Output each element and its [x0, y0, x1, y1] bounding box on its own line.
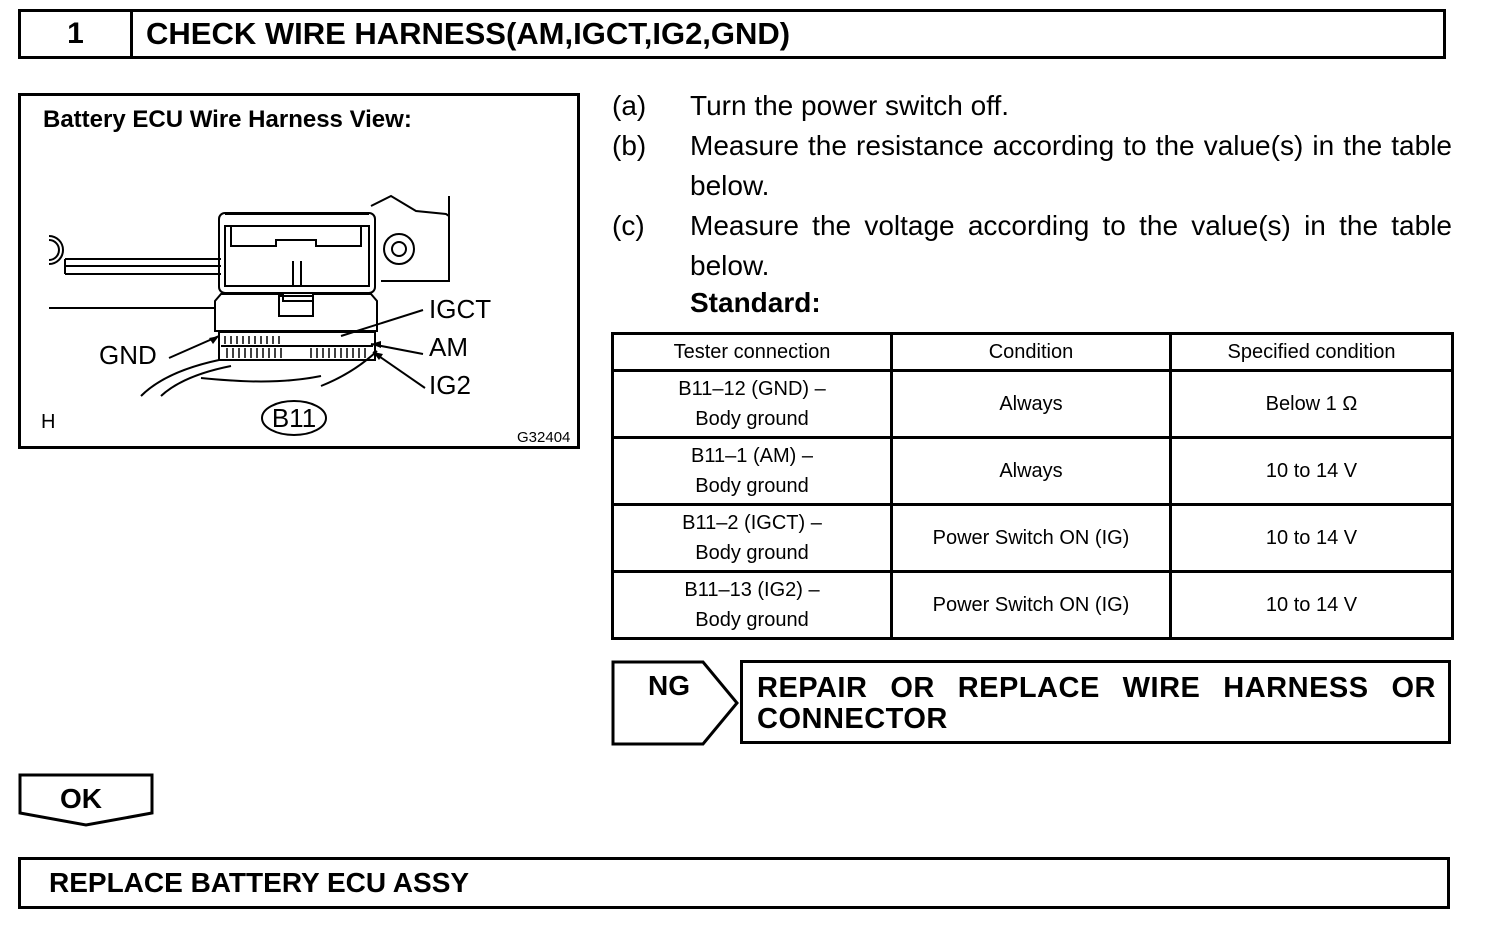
table-cell-spec: 10 to 14 V — [1169, 436, 1454, 506]
final-action-text: REPLACE BATTERY ECU ASSY — [49, 867, 470, 898]
figure-title: Battery ECU Wire Harness View: — [43, 106, 412, 133]
connection-line: B11–13 (IG2) – — [684, 579, 820, 601]
table-row: B11–13 (IG2) – Body ground Power Switch O… — [611, 570, 1454, 640]
table-cell-connection: B11–1 (AM) – Body ground — [611, 436, 893, 506]
instruction-text: Turn the power switch off. — [690, 90, 1010, 121]
connector-illustration: IGCT AM IG2 GND B11 H G32404 — [41, 194, 570, 446]
table-row: B11–2 (IGCT) – Body ground Power Switch O… — [611, 503, 1454, 573]
connection-line: B11–2 (IGCT) – — [682, 512, 822, 534]
connection-line: B11–12 (GND) – — [678, 378, 826, 400]
table-header: Tester connection — [611, 332, 893, 372]
table-header-row: Tester connection Condition Specified co… — [611, 332, 1454, 372]
table-header: Condition — [890, 332, 1172, 372]
spec-table: Tester connection Condition Specified co… — [611, 332, 1454, 640]
table-header: Specified condition — [1169, 332, 1454, 372]
table-row: B11–1 (AM) – Body ground Always 10 to 14 … — [611, 436, 1454, 506]
table-cell-connection: B11–2 (IGCT) – Body ground — [611, 503, 893, 573]
table-cell-spec: 10 to 14 V — [1169, 570, 1454, 640]
label-igct: IGCT — [429, 294, 491, 324]
step-number: 1 — [21, 12, 133, 56]
instruction-letter: (b) — [612, 130, 647, 161]
instruction-text: Measure the voltage according to the val… — [690, 210, 1452, 281]
table-cell-condition: Power Switch ON (IG) — [890, 570, 1172, 640]
connection-line: Body ground — [695, 609, 809, 631]
connection-line: B11–1 (AM) – — [691, 445, 813, 467]
step-title: CHECK WIRE HARNESS(AM,IGCT,IG2,GND) — [146, 16, 791, 51]
connection-line: Body ground — [695, 542, 809, 564]
ng-arrow-icon — [611, 660, 739, 746]
table-row: B11–12 (GND) – Body ground Always Below 1… — [611, 369, 1454, 439]
connection-line: Body ground — [695, 475, 809, 497]
ng-action-text: REPAIR OR REPLACE WIRE HARNESS OR CONNEC… — [757, 672, 1436, 735]
label-ig2: IG2 — [429, 370, 471, 400]
standard-label: Standard: — [690, 287, 821, 318]
instruction-text: Measure the resistance according to the … — [690, 130, 1452, 201]
label-gnd: GND — [99, 340, 157, 370]
label-h: H — [41, 411, 55, 433]
table-cell-condition: Power Switch ON (IG) — [890, 503, 1172, 573]
final-action-box: REPLACE BATTERY ECU ASSY — [18, 857, 1450, 909]
ok-arrow-icon — [18, 773, 154, 827]
ok-label: OK — [60, 783, 102, 814]
ng-action-box: REPAIR OR REPLACE WIRE HARNESS OR CONNEC… — [740, 660, 1451, 744]
figure-code: G32404 — [517, 429, 570, 446]
wire-harness-figure: IGCT AM IG2 GND B11 H G32404 Battery ECU… — [18, 93, 580, 449]
table-cell-condition: Always — [890, 369, 1172, 439]
table-cell-condition: Always — [890, 436, 1172, 506]
connection-line: Body ground — [695, 408, 809, 430]
step-header: 1 CHECK WIRE HARNESS(AM,IGCT,IG2,GND) — [18, 9, 1446, 59]
table-cell-connection: B11–13 (IG2) – Body ground — [611, 570, 893, 640]
table-cell-spec: 10 to 14 V — [1169, 503, 1454, 573]
ng-label: NG — [648, 670, 690, 701]
label-connector: B11 — [272, 403, 316, 433]
instruction-letter: (a) — [612, 90, 647, 121]
table-cell-spec: Below 1 Ω — [1169, 369, 1454, 439]
instruction-letter: (c) — [612, 210, 645, 241]
label-am: AM — [429, 332, 468, 362]
table-cell-connection: B11–12 (GND) – Body ground — [611, 369, 893, 439]
